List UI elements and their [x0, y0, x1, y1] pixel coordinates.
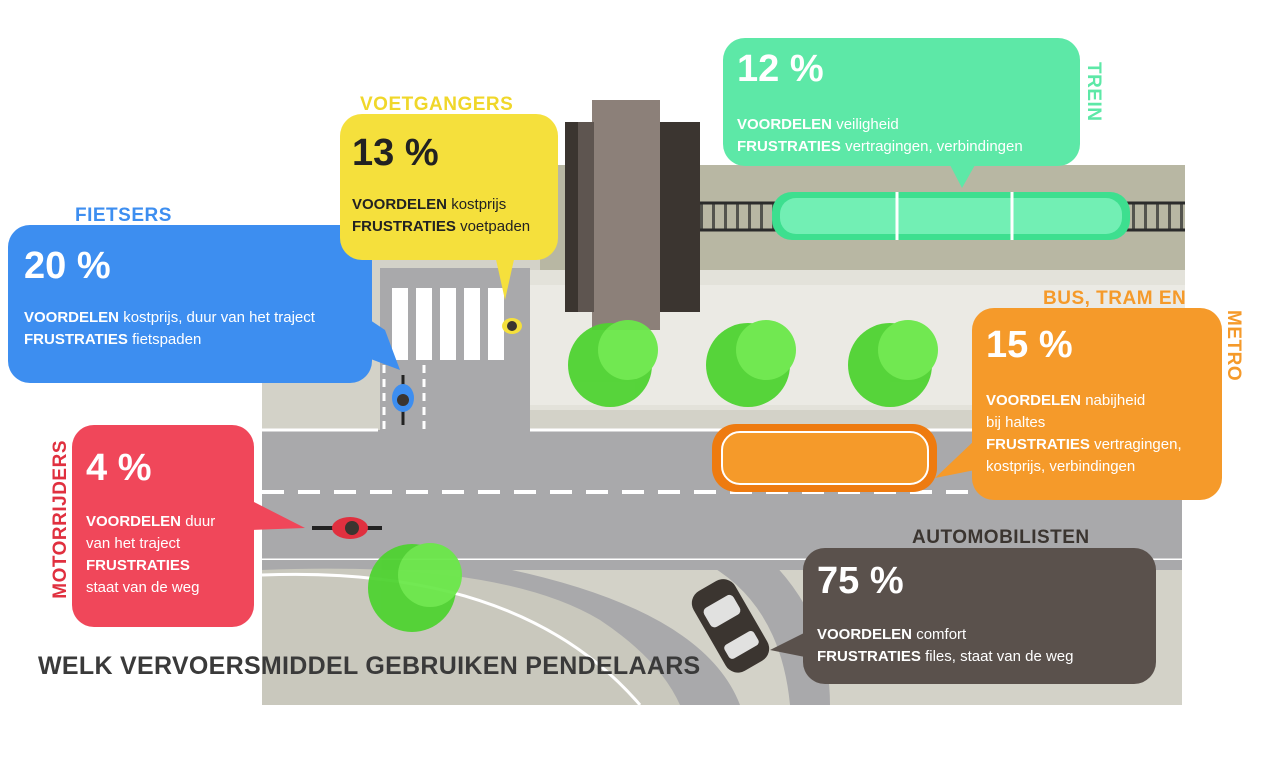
train-advantages-label: VOORDELEN: [737, 116, 833, 133]
train-pointer: [950, 165, 975, 188]
motorcyclists-percent: 4 %: [86, 447, 152, 489]
pedestrians-advantages: kostprijs: [451, 196, 507, 213]
pedestrians-advantages-label: VOORDELEN: [352, 196, 448, 213]
train-label: TREIN: [1083, 62, 1104, 122]
bus-frustrations-1: vertragingen,: [1094, 436, 1182, 453]
pedestrians-frustrations: voetpaden: [460, 218, 531, 235]
pedestrians-card: 13 % VOORDELEN kostprijs FRUSTRATIES voe…: [340, 114, 558, 260]
cyclists-advantages: kostprijs, duur van het traject: [123, 309, 315, 326]
cyclists-label: FIETSERS: [75, 205, 172, 226]
cyclists-advantages-label: VOORDELEN: [24, 309, 120, 326]
motorcyclists-advantages-2: van het traject: [86, 535, 181, 552]
bus-pointer: [935, 440, 975, 478]
pedestrians-pointer: [495, 255, 515, 300]
motorcyclists-card: 4 % VOORDELEN duur van het traject FRUST…: [72, 425, 254, 627]
bus-label-line1: BUS, TRAM EN: [1043, 288, 1187, 309]
motorcyclist-figure: [312, 517, 382, 539]
cars-label: AUTOMOBILISTEN: [912, 527, 1090, 548]
bus-frustrations-2: kostprijs, verbindingen: [986, 458, 1136, 475]
bike-lane: [382, 365, 426, 430]
cars-advantages-label: VOORDELEN: [817, 626, 913, 643]
cyclists-frustrations: fietspaden: [132, 331, 202, 348]
train-frustrations-label: FRUSTRATIES: [737, 138, 841, 155]
motorcyclists-frustrations-label: FRUSTRATIES: [86, 557, 190, 574]
train-card: 12 % VOORDELEN veiligheid FRUSTRATIES ve…: [723, 38, 1080, 166]
motorcyclists-label: MOTORRIJDERS: [50, 440, 71, 599]
cars-frustrations-label: FRUSTRATIES: [817, 648, 921, 665]
bus-card: 15 % VOORDELEN nabijheid bij haltes FRUS…: [972, 308, 1222, 500]
pedestrians-frustrations-label: FRUSTRATIES: [352, 218, 456, 235]
cars-card: 75 % VOORDELEN comfort FRUSTRATIES files…: [803, 548, 1156, 684]
pedestrians-label: VOETGANGERS: [360, 94, 514, 115]
train-percent: 12 %: [737, 48, 824, 90]
cyclists-percent: 20 %: [24, 245, 111, 287]
cars-advantages: comfort: [916, 626, 967, 643]
cars-frustrations: files, staat van de weg: [925, 648, 1074, 665]
bus-frustrations-label: FRUSTRATIES: [986, 436, 1090, 453]
bus: [712, 424, 937, 492]
bus-percent: 15 %: [986, 324, 1073, 366]
train: [772, 192, 1130, 240]
bus-advantages-label: VOORDELEN: [986, 392, 1082, 409]
cyclists-frustrations-label: FRUSTRATIES: [24, 331, 128, 348]
car: [691, 579, 770, 673]
page-title: WELK VERVOERSMIDDEL GEBRUIKEN PENDELAARS: [38, 652, 701, 680]
cars-pointer: [770, 630, 810, 658]
zebra-crossing: [392, 288, 504, 360]
motorcyclists-advantages-label: VOORDELEN: [86, 513, 182, 530]
train-frustrations: vertragingen, verbindingen: [845, 138, 1023, 155]
bus-advantages-2: bij haltes: [986, 414, 1046, 431]
bus-label-line2: METRO: [1223, 310, 1244, 382]
bus-advantages-1: nabijheid: [1085, 392, 1146, 409]
pedestrian-figure: [502, 318, 522, 334]
trees: [368, 320, 938, 632]
pedestrians-percent: 13 %: [352, 132, 439, 174]
train-advantages: veiligheid: [836, 116, 899, 133]
cyclist-figure: [392, 375, 414, 425]
building: [565, 100, 700, 330]
cyclists-card: 20 % VOORDELEN kostprijs, duur van het t…: [8, 225, 372, 383]
motorcyclists-frustrations: staat van de weg: [86, 579, 200, 596]
motorcyclists-advantages-1: duur: [185, 513, 216, 530]
motorcyclists-pointer: [250, 500, 305, 530]
cars-percent: 75 %: [817, 560, 904, 602]
